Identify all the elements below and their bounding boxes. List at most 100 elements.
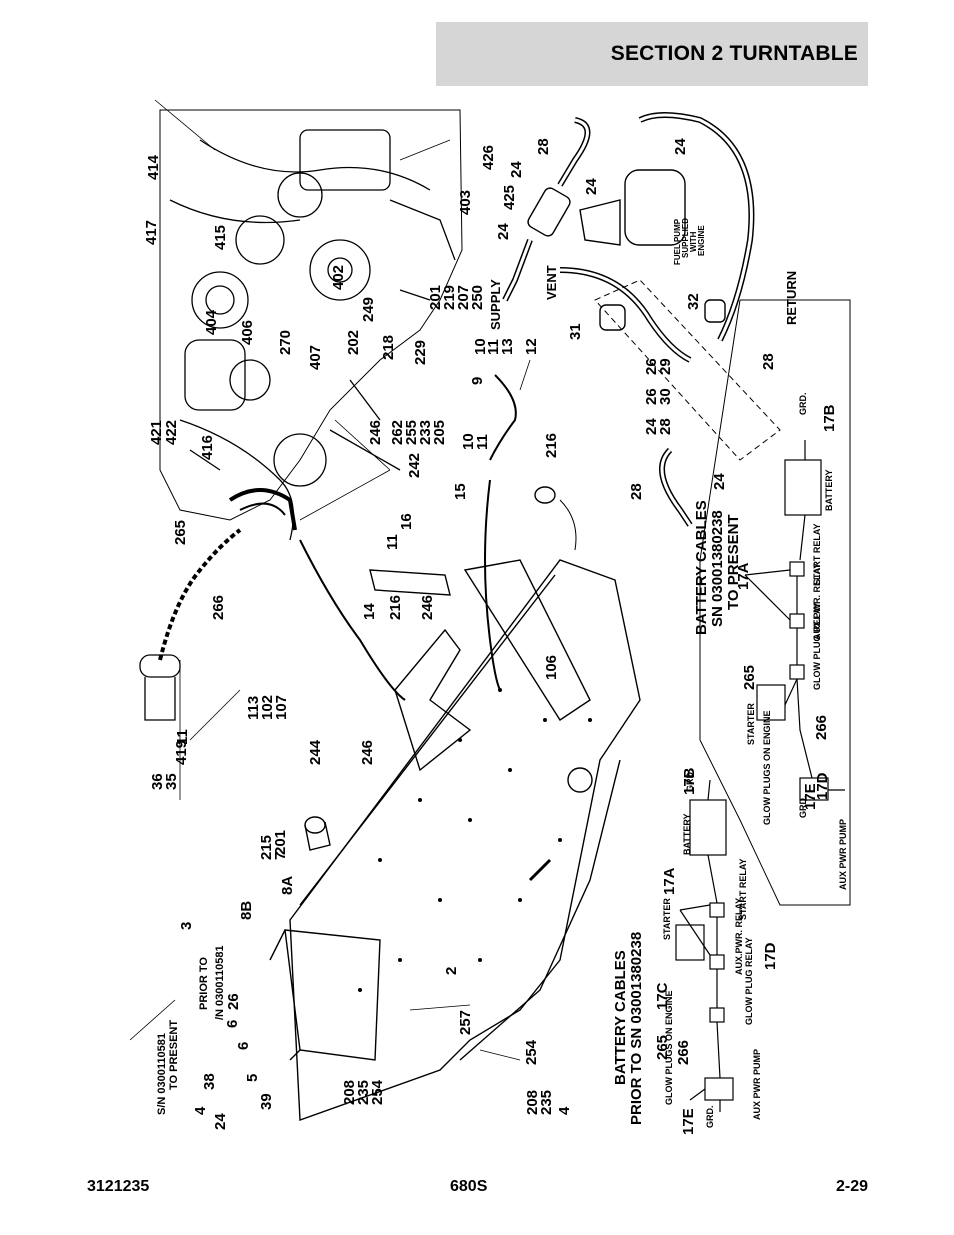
turntable-frame-art	[269, 486, 641, 1121]
callout-15: 15	[452, 483, 469, 500]
callout-201: 201	[272, 830, 289, 855]
callout-24: 24	[495, 223, 512, 240]
callout-419: 419	[173, 740, 190, 765]
callout-9: 9	[469, 377, 486, 385]
callout-24: 24	[508, 161, 525, 178]
callout-24: 24	[212, 1113, 229, 1130]
callout-24: 24	[643, 418, 660, 435]
schematic-bottom-wiring	[675, 779, 734, 1112]
section-header: SECTION 2 TURNTABLE	[436, 22, 868, 86]
callout-416: 416	[199, 435, 216, 460]
callout-425: 425	[501, 185, 518, 210]
callout-421: 421	[148, 420, 165, 445]
callout-208: 208	[341, 1080, 358, 1105]
callout-10: 10	[472, 338, 489, 355]
schematic-bottom-title-2: PRIOR TO SN 03001380238	[628, 932, 645, 1125]
note-to-present: TO PRESENT	[168, 1020, 180, 1090]
callout-13: 13	[499, 338, 516, 355]
callout-28: 28	[628, 483, 645, 500]
schematic-bottom-glow-plugs-on-engine: GLOW PLUGS ON ENGINE	[664, 990, 674, 1105]
note-engine: ENGINE	[697, 225, 706, 256]
callout-12: 12	[523, 338, 540, 355]
callout-35: 35	[163, 773, 180, 790]
callout-11: 11	[474, 434, 491, 450]
callout-6: 6	[224, 1020, 241, 1028]
leader-lines	[129, 99, 531, 1061]
callout-3: 3	[178, 922, 195, 930]
callout-32: 32	[685, 293, 702, 310]
note-prior-to: PRIOR TO	[198, 957, 210, 1010]
callout-262: 262	[389, 420, 406, 445]
callout-14: 14	[361, 603, 378, 620]
note-prior-to-sn: /N 0300110581	[214, 945, 226, 1020]
callout-250: 250	[469, 285, 486, 310]
schematic-top-starter: STARTER	[746, 703, 756, 745]
schematic-bottom-17b: 17B	[681, 767, 698, 795]
callout-11: 11	[384, 534, 401, 550]
callout-208: 208	[524, 1090, 541, 1115]
callout-26: 26	[225, 993, 242, 1010]
callout-28: 28	[657, 418, 674, 435]
callout-10: 10	[460, 433, 477, 450]
callout-403: 403	[457, 190, 474, 215]
schematic-top-title-2: SN 03001380238	[709, 510, 726, 627]
callout-return: RETURN	[784, 271, 799, 325]
callout-207: 207	[455, 285, 472, 310]
callout-5: 5	[244, 1074, 261, 1082]
cable-art	[299, 374, 577, 701]
schematic-top-glow-plug-relay: GLOW PLUG RELAY	[812, 602, 822, 690]
callout-244: 244	[307, 739, 324, 765]
model-name: 680S	[450, 1178, 488, 1195]
callout-4: 4	[192, 1106, 209, 1115]
schematic-bottom-17e: 17E	[680, 1108, 697, 1135]
callout-205: 205	[431, 420, 448, 445]
callout-29: 29	[657, 358, 674, 375]
callout-7: 7	[272, 852, 289, 860]
callout-39: 39	[258, 1093, 275, 1110]
callout-414: 414	[145, 154, 162, 180]
schematic-top-glow-plugs-on-engine: GLOW PLUGS ON ENGINE	[762, 710, 772, 825]
callout-417: 417	[143, 220, 160, 245]
doc-number: 3121235	[87, 1178, 150, 1195]
fuel-system-art	[502, 112, 781, 527]
schematic-bottom-starter: STARTER	[662, 898, 672, 940]
callout-28: 28	[535, 138, 552, 155]
note-supplied: SUPPLIED	[681, 218, 690, 258]
callout-233: 233	[417, 420, 434, 445]
schematic-top-266: 266	[813, 715, 830, 740]
callout-113: 113	[245, 696, 262, 720]
callout-219: 219	[441, 285, 458, 310]
callout-24: 24	[672, 138, 689, 155]
callout-24: 24	[583, 178, 600, 195]
page-number: 2-29	[835, 1178, 868, 1195]
callout-265: 265	[172, 520, 189, 545]
schematic-top-wiring	[699, 299, 851, 906]
callout-249: 249	[360, 297, 377, 322]
schematic-top-17a: 17A	[735, 562, 752, 590]
callout-216: 216	[543, 433, 560, 458]
callout-246: 246	[367, 420, 384, 445]
note-fuel-pump: FUEL PUMP	[673, 218, 682, 265]
callout-218: 218	[380, 335, 397, 360]
schematic-bottom-grd-: GRD.	[705, 1106, 715, 1129]
callout-26: 26	[643, 358, 660, 375]
callout-246: 246	[419, 595, 436, 620]
callout-426: 426	[480, 145, 497, 170]
callout-28: 28	[760, 353, 777, 370]
callout-254: 254	[369, 1079, 386, 1105]
callout-415: 415	[212, 225, 229, 250]
callout-255: 255	[403, 420, 420, 445]
schematic-bottom-aux-pwr-relay: AUX.PWR. RELAY	[734, 898, 744, 975]
schematic-top-grd-: GRD.	[798, 796, 808, 819]
schematic-top-battery: BATTERY	[824, 470, 834, 512]
schematic-bottom-glow-plug-relay: GLOW PLUG RELAY	[744, 937, 754, 1025]
callout-402: 402	[330, 265, 347, 290]
callout-406: 406	[239, 320, 256, 345]
callout-36: 36	[149, 773, 166, 790]
schematic-bottom-aux-pwr-pump: AUX PWR PUMP	[752, 1049, 762, 1120]
schematic-top-aux-pwr-pump: AUX PWR PUMP	[838, 819, 848, 890]
callout-266: 266	[210, 595, 227, 620]
callout-2: 2	[443, 967, 460, 975]
callout-102: 102	[259, 695, 276, 720]
